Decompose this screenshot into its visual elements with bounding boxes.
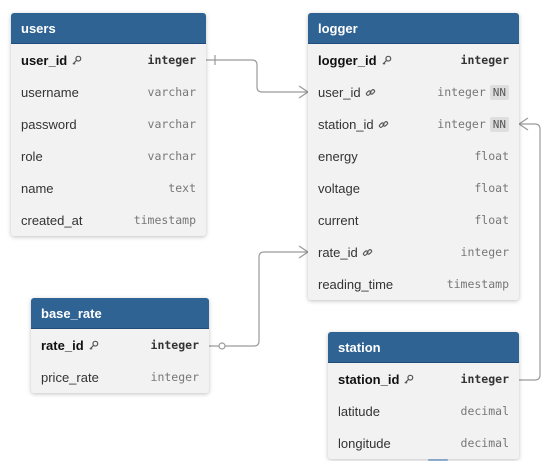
- field-name: user_id: [318, 84, 361, 100]
- link-icon: [378, 119, 389, 130]
- field-type: decimal: [460, 436, 509, 450]
- key-icon: [381, 55, 392, 66]
- field-type: timestamp: [133, 213, 196, 227]
- field-name: station_id: [318, 116, 374, 132]
- field-type: float: [474, 149, 509, 163]
- field-name: latitude: [338, 403, 380, 419]
- field-row[interactable]: password varchar: [11, 108, 206, 140]
- link-icon: [365, 87, 376, 98]
- field-type: timestamp: [446, 277, 509, 291]
- field-row[interactable]: latitude decimal: [328, 395, 519, 427]
- field-type: float: [474, 213, 509, 227]
- field-row[interactable]: current float: [308, 204, 519, 236]
- field-type: integer: [147, 53, 196, 67]
- not-null-badge: NN: [489, 116, 509, 132]
- table-header[interactable]: station: [328, 332, 519, 363]
- table-header[interactable]: users: [11, 13, 206, 44]
- field-name: reading_time: [318, 276, 394, 292]
- field-type: varchar: [147, 149, 196, 163]
- field-row[interactable]: rate_id integer: [31, 329, 209, 361]
- field-name: user_id: [21, 52, 68, 68]
- field-row[interactable]: logger_id integer: [308, 44, 519, 76]
- field-name: created_at: [21, 212, 83, 228]
- connector-users-logger: [206, 59, 308, 93]
- field-row[interactable]: name text: [11, 172, 206, 204]
- field-row[interactable]: rate_id integer: [308, 236, 519, 268]
- field-row[interactable]: role varchar: [11, 140, 206, 172]
- field-name: rate_id: [318, 244, 358, 260]
- connector-zero-marker: [218, 342, 226, 350]
- connector-many-marker: [517, 117, 529, 131]
- connector-station-logger: [519, 123, 541, 381]
- not-null-badge: NN: [489, 84, 509, 100]
- field-name: voltage: [318, 180, 360, 196]
- field-row[interactable]: energy float: [308, 140, 519, 172]
- field-type: integer: [460, 372, 509, 386]
- field-type: integer: [437, 85, 486, 99]
- field-type: integer: [150, 370, 199, 384]
- table-header[interactable]: base_rate: [31, 298, 209, 329]
- key-icon: [71, 55, 82, 66]
- key-icon: [403, 374, 414, 385]
- field-row[interactable]: longitude decimal: [328, 427, 519, 459]
- field-name: name: [21, 180, 54, 196]
- field-row[interactable]: station_id integer: [328, 363, 519, 395]
- field-name: current: [318, 212, 359, 228]
- field-row[interactable]: price_rate integer: [31, 361, 209, 393]
- field-type: integer: [460, 53, 509, 67]
- key-icon: [88, 340, 99, 351]
- field-row[interactable]: created_at timestamp: [11, 204, 206, 236]
- field-name: energy: [318, 148, 358, 164]
- field-row[interactable]: reading_time timestamp: [308, 268, 519, 300]
- field-type: decimal: [460, 404, 509, 418]
- field-type: varchar: [147, 85, 196, 99]
- link-icon: [362, 247, 373, 258]
- field-name: rate_id: [41, 337, 84, 353]
- field-type: float: [474, 181, 509, 195]
- field-row[interactable]: voltage float: [308, 172, 519, 204]
- table-header[interactable]: logger: [308, 13, 519, 44]
- field-name: password: [21, 116, 77, 132]
- field-type: varchar: [147, 117, 196, 131]
- field-row[interactable]: username varchar: [11, 76, 206, 108]
- connector-base-rate-logger: [209, 251, 308, 347]
- field-name: station_id: [338, 371, 400, 387]
- field-type: text: [168, 181, 196, 195]
- field-name: username: [21, 84, 79, 100]
- field-name: longitude: [338, 435, 391, 451]
- scroll-indicator: [428, 458, 448, 461]
- field-name: logger_id: [318, 52, 377, 68]
- field-type: integer: [150, 338, 199, 352]
- field-name: price_rate: [41, 369, 99, 385]
- field-type: integer: [437, 117, 486, 131]
- field-row[interactable]: user_id integer: [11, 44, 206, 76]
- field-type: integer: [460, 245, 509, 259]
- field-name: role: [21, 148, 43, 164]
